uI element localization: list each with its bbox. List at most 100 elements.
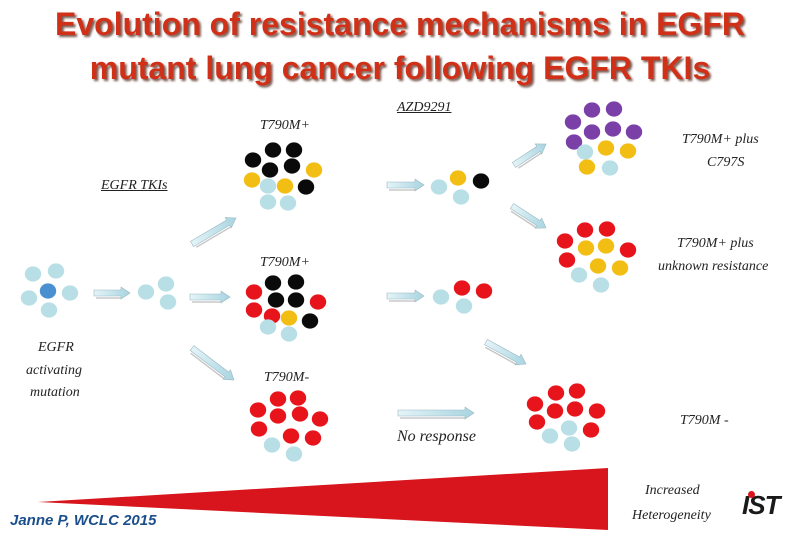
- citation: Janne P, WCLC 2015: [10, 512, 157, 529]
- cell: [472, 173, 490, 189]
- arrow-azd-top-to-unknown: [509, 203, 547, 229]
- azd9291-mid-cluster: [432, 280, 493, 314]
- cell: [583, 124, 601, 140]
- azd9291-label: AZD9291: [397, 100, 452, 115]
- cell: [61, 285, 79, 301]
- cell: [570, 267, 588, 283]
- arrow-initial-to-clone: [93, 286, 131, 300]
- arrow-clone-to-mid: [189, 290, 231, 304]
- increased-heterogeneity-line-1: Increased: [645, 483, 700, 498]
- cell: [287, 292, 305, 308]
- cell: [558, 252, 576, 268]
- no-response-label: No response: [397, 428, 476, 445]
- cell: [556, 233, 574, 249]
- cell: [611, 260, 629, 276]
- cell: [159, 294, 177, 310]
- cell: [280, 310, 298, 326]
- egfr-activating-label-line-1: EGFR: [38, 340, 74, 355]
- cell: [285, 446, 303, 462]
- cell: [601, 160, 619, 176]
- cell: [309, 294, 327, 310]
- logo-dot: [748, 491, 755, 498]
- cell: [598, 221, 616, 237]
- cell: [475, 283, 493, 299]
- arrow-mid-to-azd: [386, 289, 425, 303]
- arrow-clone-to-top: [190, 217, 237, 248]
- title-line-2: mutant lung cancer following EGFR TKIs: [89, 50, 711, 86]
- cell: [576, 222, 594, 238]
- cell: [137, 284, 155, 300]
- cell: [283, 158, 301, 174]
- egfr-mutant-clone: [137, 276, 177, 310]
- cell: [157, 276, 175, 292]
- cell: [605, 101, 623, 117]
- cell: [20, 290, 38, 306]
- cell: [546, 403, 564, 419]
- arrow-azd-top-to-c797s: [511, 143, 547, 169]
- t790m-minus-label: T790M-: [264, 370, 310, 385]
- cell: [289, 390, 307, 406]
- cell: [243, 172, 261, 188]
- cell: [588, 403, 606, 419]
- cell: [526, 396, 544, 412]
- cell: [291, 406, 309, 422]
- cell: [276, 178, 294, 194]
- increased-heterogeneity-line-2: Heterogeneity: [632, 508, 711, 523]
- cell: [267, 292, 285, 308]
- cell: [305, 162, 323, 178]
- cell: [264, 275, 282, 291]
- cell: [285, 142, 303, 158]
- cell: [40, 302, 58, 318]
- outcome-t790m-minus-label: T790M -: [680, 413, 729, 428]
- t790m-plus-mid-label: T790M+: [260, 255, 310, 270]
- cell: [264, 142, 282, 158]
- cell: [297, 179, 315, 195]
- cell: [259, 194, 277, 210]
- cell: [269, 391, 287, 407]
- cell: [583, 102, 601, 118]
- heterogeneity-wedge: [38, 468, 608, 530]
- cell: [24, 266, 42, 282]
- t790m-plus-mid-cluster: [245, 274, 327, 342]
- cell: [564, 114, 582, 130]
- t790m-minus-outcome-cluster: [526, 383, 606, 452]
- cell: [287, 274, 305, 290]
- outcome-c797s-line-2: C797S: [707, 155, 745, 170]
- cell: [547, 385, 565, 401]
- cell: [592, 277, 610, 293]
- cell: [269, 408, 287, 424]
- arrow-bottom-no-response: [397, 406, 475, 420]
- cell: [604, 121, 622, 137]
- arrow-top-to-azd: [386, 178, 425, 192]
- egfr-tkis-label: EGFR TKIs: [101, 178, 168, 193]
- cell: [259, 319, 277, 335]
- cell: [560, 420, 578, 436]
- cell: [563, 436, 581, 452]
- cell: [528, 414, 546, 430]
- cell: [279, 195, 297, 211]
- cell: [597, 140, 615, 156]
- egfr-activating-label-line-3: mutation: [30, 385, 80, 400]
- cell: [582, 422, 600, 438]
- cell: [245, 302, 263, 318]
- cell: [566, 401, 584, 417]
- cell: [249, 402, 267, 418]
- cell: [259, 178, 277, 194]
- cell: [541, 428, 559, 444]
- cell: [625, 124, 643, 140]
- cell: [250, 421, 268, 437]
- cell: [565, 134, 583, 150]
- t790m-plus-top-cluster: [243, 142, 323, 211]
- cell: [589, 258, 607, 274]
- cell: [619, 143, 637, 159]
- cell: [47, 263, 65, 279]
- outcome-c797s-line-1: T790M+ plus: [682, 132, 759, 147]
- cell: [619, 242, 637, 258]
- unknown-resistance-outcome-cluster: [556, 221, 637, 293]
- cell: [578, 159, 596, 175]
- cell: [455, 298, 473, 314]
- egfr-activating-label-line-2: activating: [26, 363, 82, 378]
- c797s-outcome-cluster: [564, 101, 643, 176]
